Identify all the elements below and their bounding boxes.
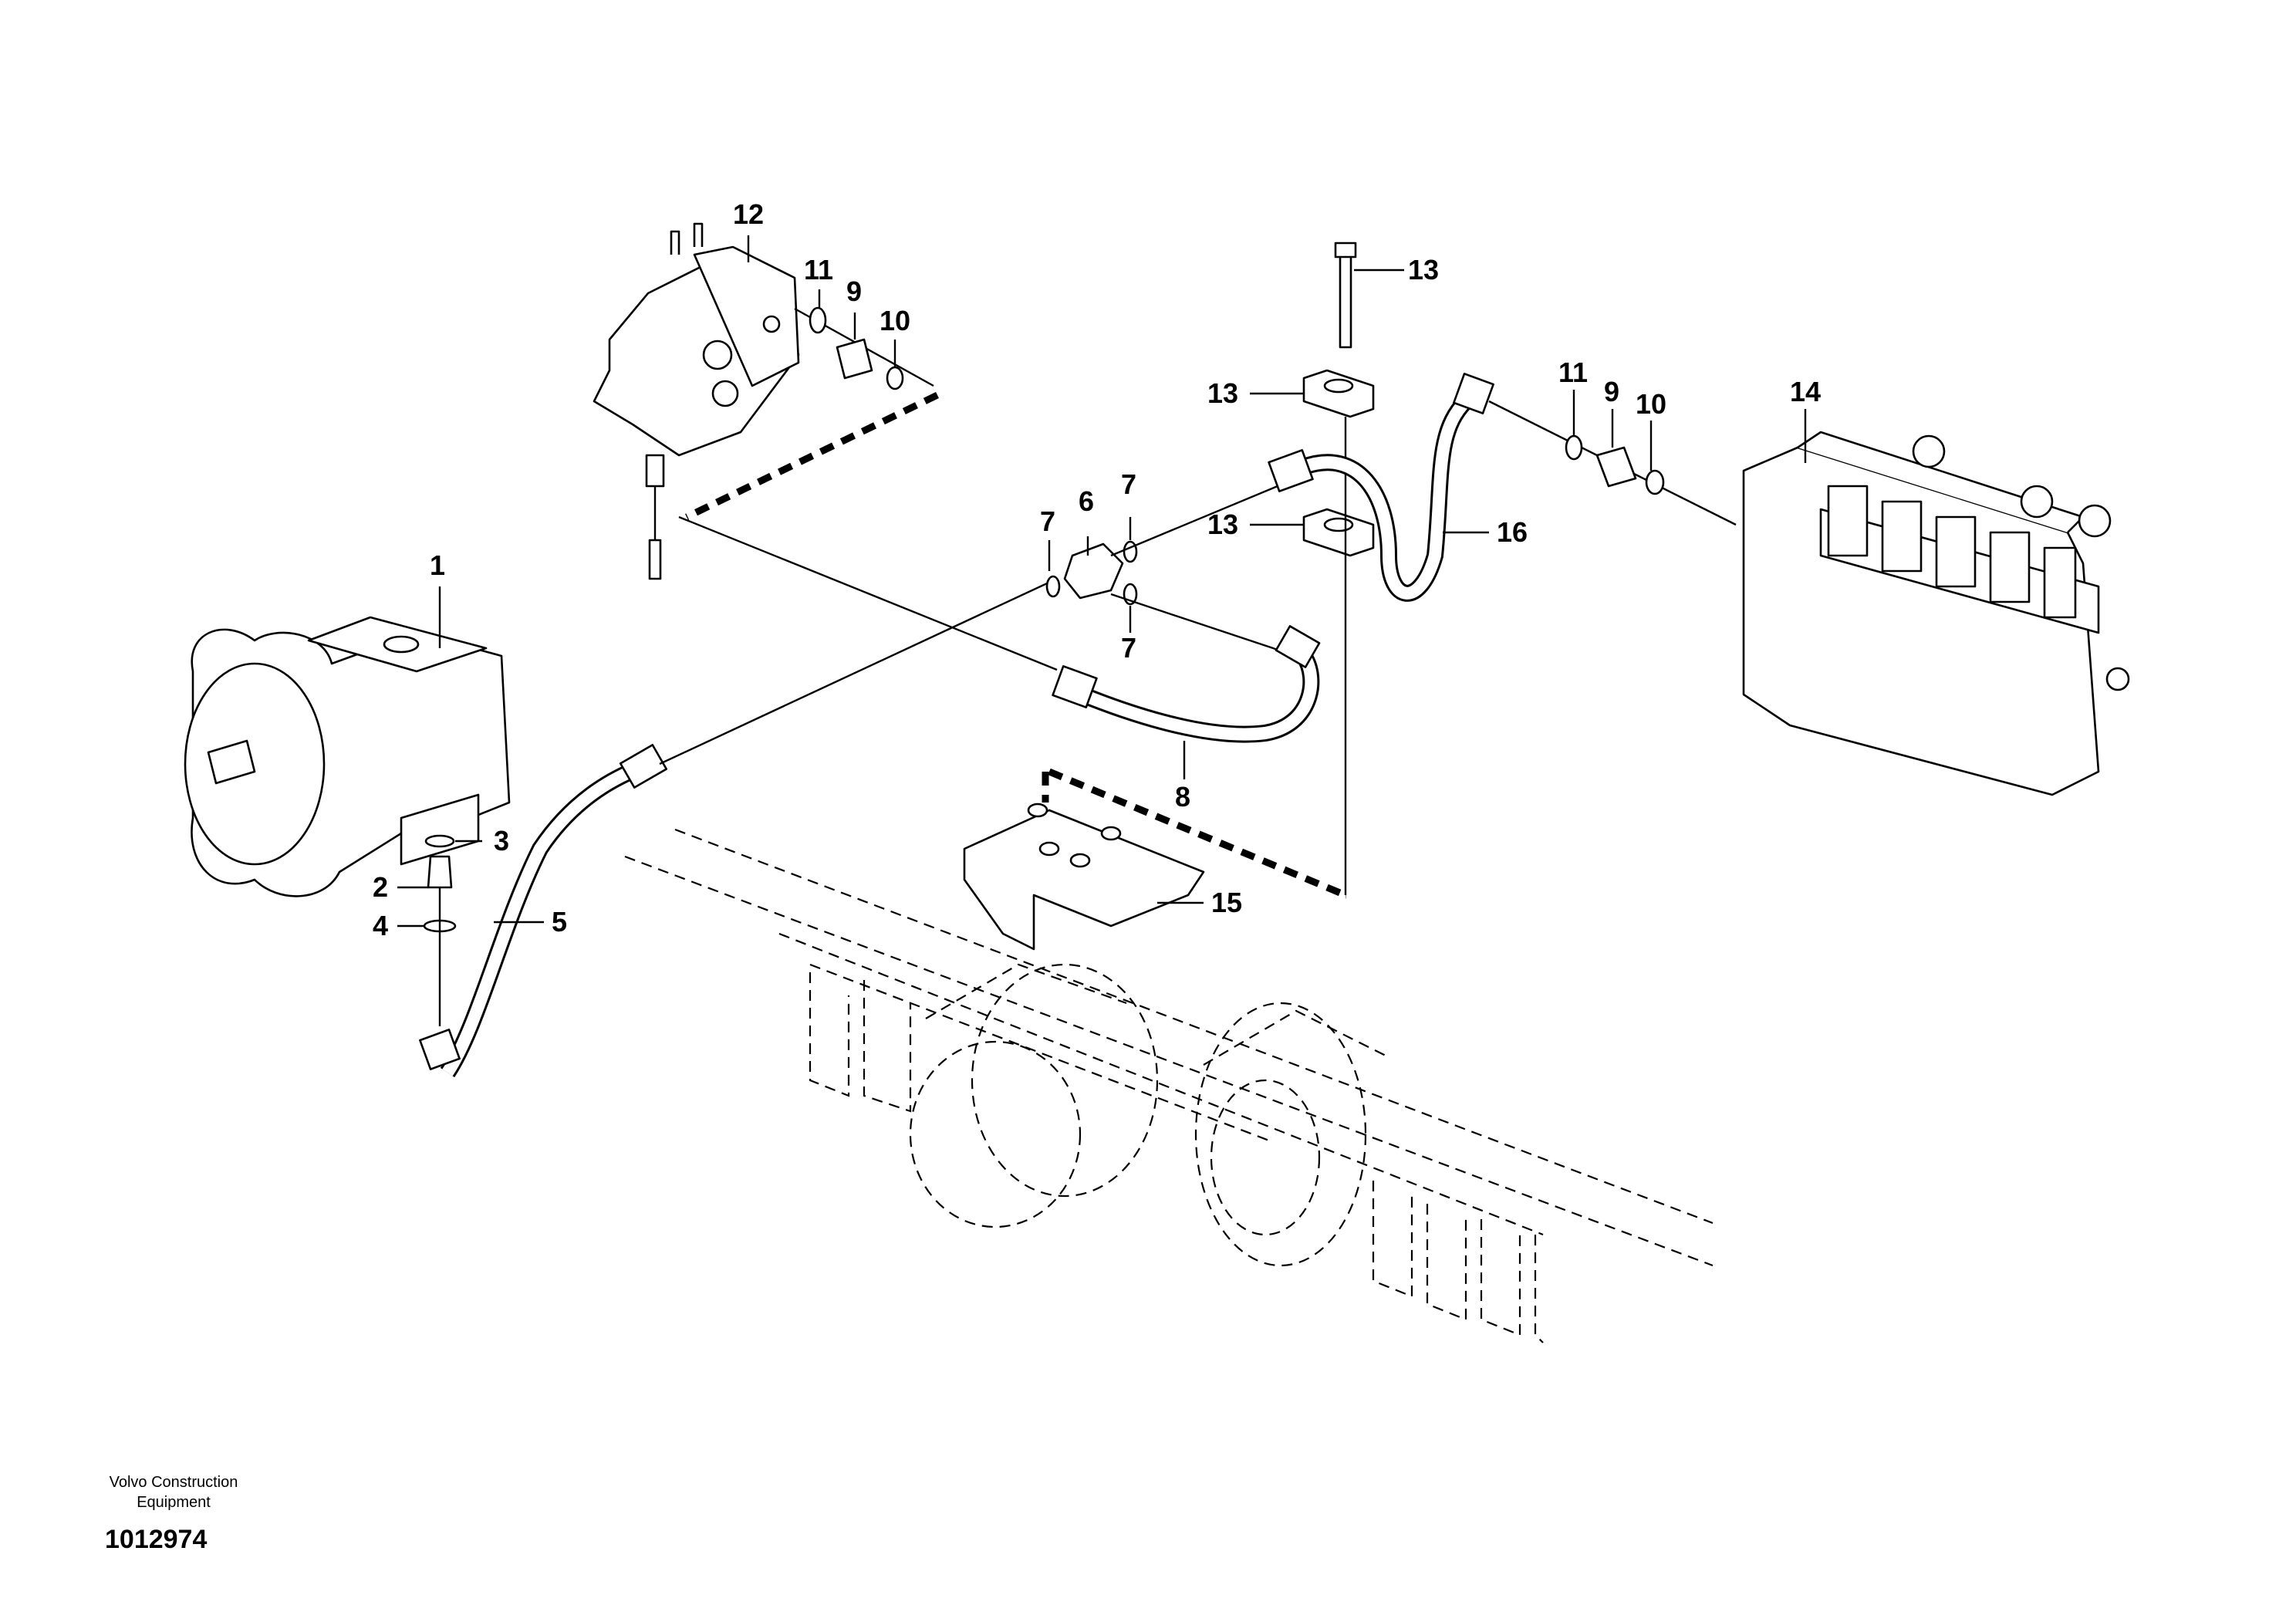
fittings-parts-2-3-4 xyxy=(423,834,457,1026)
clamp-bolt-part-13 xyxy=(1302,242,1375,895)
control-valve-part-14 xyxy=(1742,431,2130,796)
callout-7-top: 7 xyxy=(1121,468,1136,500)
hose-part-8 xyxy=(1052,625,1321,743)
callout-10-right: 10 xyxy=(1636,388,1666,420)
callout-5: 5 xyxy=(552,906,567,938)
callout-1: 1 xyxy=(430,549,445,581)
leader-lines xyxy=(397,235,1807,928)
callout-12: 12 xyxy=(733,198,764,230)
manufacturer-line-1: Volvo Construction xyxy=(109,1474,238,1491)
callout-13-middle: 13 xyxy=(1207,377,1238,409)
callout-16: 16 xyxy=(1497,516,1528,548)
callout-13-top: 13 xyxy=(1408,254,1439,286)
callout-8: 8 xyxy=(1175,781,1190,813)
callout-4: 4 xyxy=(373,910,388,941)
document-number: 1012974 xyxy=(105,1525,208,1554)
callout-11-left: 11 xyxy=(804,254,833,286)
axle-housing-phantom xyxy=(624,828,1714,1343)
callout-9-left: 9 xyxy=(846,275,862,307)
seal-nipple-group-right xyxy=(1565,434,1665,495)
callout-3: 3 xyxy=(494,825,509,857)
manufacturer-line-2: Equipment xyxy=(137,1494,211,1511)
tee-fitting-part-6 xyxy=(1045,477,1297,657)
bracket-part-15 xyxy=(963,768,1347,951)
callout-15: 15 xyxy=(1211,887,1242,918)
pump-part-1 xyxy=(184,616,511,897)
callout-10-left: 10 xyxy=(880,305,910,336)
callout-7-left: 7 xyxy=(1040,505,1055,537)
hose-part-5 xyxy=(419,577,1058,1078)
callout-14: 14 xyxy=(1790,376,1821,407)
callout-6: 6 xyxy=(1079,485,1094,517)
callout-13-lower: 13 xyxy=(1207,509,1238,540)
hose-part-16 xyxy=(1268,373,1737,602)
callout-11-right: 11 xyxy=(1558,357,1588,388)
callout-2: 2 xyxy=(373,871,388,903)
callout-7-bottom: 7 xyxy=(1121,632,1136,664)
callout-labels: 1 2 3 4 5 6 7 7 7 8 9 9 10 10 11 11 12 1… xyxy=(373,198,1821,941)
seal-nipple-group-upper-left xyxy=(678,306,1058,671)
footer-block: Volvo Construction Equipment 1012974 xyxy=(62,1472,285,1555)
valve-part-12 xyxy=(593,222,800,580)
callout-9-right: 9 xyxy=(1604,376,1619,407)
